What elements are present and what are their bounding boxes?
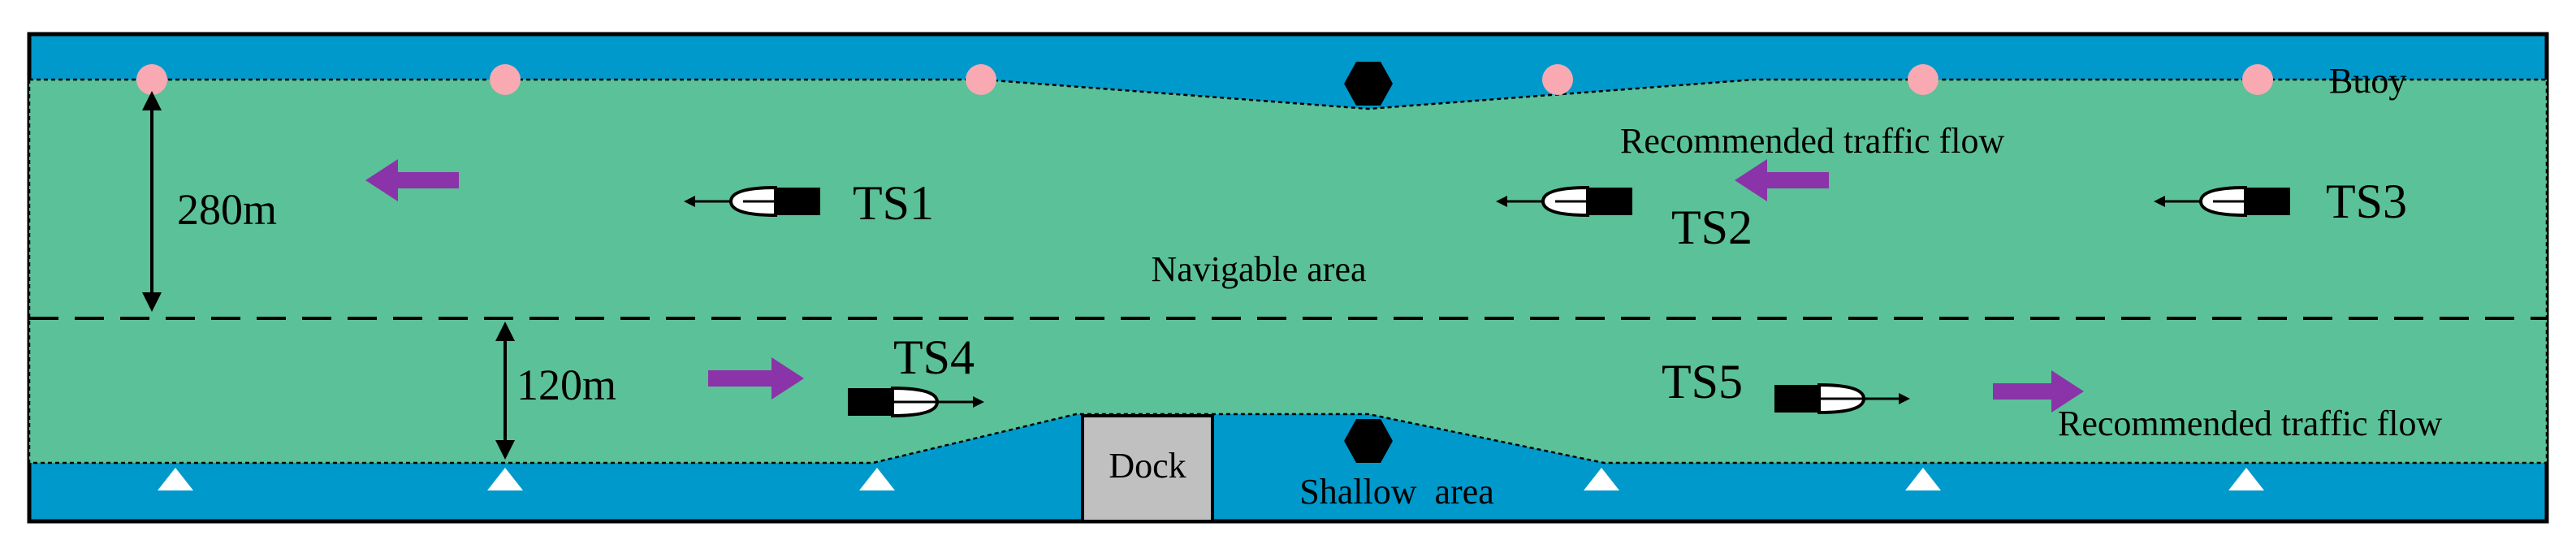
hexagon-icon — [1344, 419, 1393, 463]
ship-heading-arrow-icon — [684, 196, 695, 207]
buoy-icon — [1542, 64, 1573, 95]
traffic-arrow-right-icon — [708, 357, 804, 400]
buoy-icon — [490, 64, 521, 95]
recommended-flow-label-bottom: Recommended traffic flow — [2058, 404, 2442, 443]
traffic-flow-arrows — [365, 159, 2084, 413]
triangle-marker-icon — [158, 468, 193, 490]
ship-stern — [1774, 385, 1819, 413]
ship-label-ts2: TS2 — [1671, 201, 1753, 254]
triangle-marker-icon — [487, 468, 523, 490]
ship-ts3 — [2154, 185, 2290, 218]
navigable-area-label: Navigable area — [1151, 249, 1366, 289]
arrowhead-down-icon — [142, 292, 162, 312]
arrowhead-up-icon — [142, 91, 162, 110]
buoy-icon — [1908, 64, 1938, 95]
recommended-flow-label-top: Recommended traffic flow — [1620, 121, 2004, 161]
ship-stern — [848, 388, 893, 416]
ship-stern — [776, 188, 820, 215]
ship-heading-arrow-icon — [1899, 393, 1910, 404]
ship-heading-arrow-icon — [1496, 196, 1507, 207]
arrowhead-up-icon — [495, 322, 515, 341]
dock — [1081, 414, 1214, 523]
width-dimension-lower — [495, 322, 515, 460]
triangle-marker-icon — [1584, 468, 1619, 490]
shallow-area-label: Shallow area — [1299, 472, 1493, 512]
dock-label: Dock — [1109, 446, 1186, 486]
ship-label-ts4: TS4 — [893, 331, 975, 384]
ship-ts4 — [848, 386, 984, 418]
triangle-marker-icon — [2228, 468, 2264, 490]
buoy-icon — [2242, 64, 2273, 95]
width-dimension-upper — [142, 91, 162, 312]
buoy-icon — [966, 64, 996, 95]
width-label-lower: 120m — [516, 361, 616, 409]
buoy-icon — [136, 64, 167, 95]
ship-stern — [2245, 188, 2290, 215]
ship-heading-arrow-icon — [973, 396, 984, 408]
navigable-area-region — [28, 78, 2548, 464]
ship-ts2 — [1496, 185, 1632, 218]
ship-label-ts5: TS5 — [1662, 355, 1743, 408]
buoy-label: Buoy — [2329, 61, 2406, 101]
ship-label-ts1: TS1 — [853, 176, 934, 230]
ship-stern — [1588, 188, 1632, 215]
hexagon-icon — [1344, 62, 1393, 106]
triangle-marker-icon — [859, 468, 895, 490]
ship-ts1 — [684, 185, 820, 218]
traffic-arrow-left-icon — [365, 159, 459, 201]
triangle-marker-row — [158, 468, 2264, 490]
buoy-row — [136, 64, 2273, 95]
ship-heading-arrow-icon — [2154, 196, 2165, 207]
width-label-upper: 280m — [177, 185, 277, 234]
triangle-marker-icon — [1905, 468, 1941, 490]
traffic-arrow-left-icon — [1735, 159, 1829, 201]
traffic-arrow-right-icon — [1993, 370, 2084, 413]
ship-ts5 — [1774, 382, 1910, 415]
ship-label-ts3: TS3 — [2326, 175, 2407, 228]
arrowhead-down-icon — [495, 440, 515, 460]
